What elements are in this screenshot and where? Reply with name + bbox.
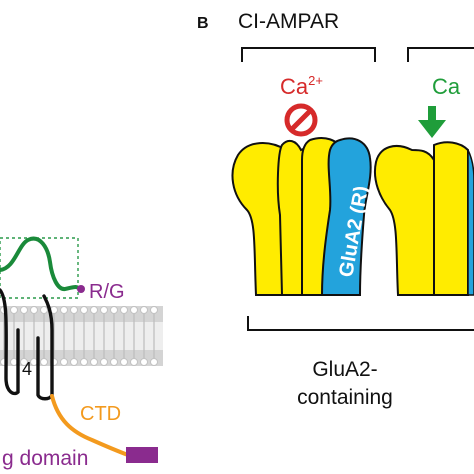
- blocked-icon: [284, 103, 318, 137]
- lipid-head: [140, 306, 148, 314]
- lipid-head: [130, 306, 138, 314]
- subunit-blue-right: [467, 149, 474, 296]
- receptor-left: GluA2 (R): [231, 137, 373, 296]
- lipid-head: [40, 358, 48, 366]
- ctd-label: CTD: [80, 403, 121, 425]
- binding-domain-block: [126, 447, 158, 463]
- top-bracket: [241, 47, 376, 62]
- subunit-yellow-right-front: [433, 141, 469, 296]
- svg-text:Ca2+: Ca2+: [280, 73, 323, 99]
- rg-site-marker: [77, 285, 85, 293]
- ion-base-left: Ca: [280, 74, 309, 99]
- lipid-head: [80, 358, 88, 366]
- lipid-head: [110, 306, 118, 314]
- lipid-head: [20, 358, 28, 366]
- lipid-head: [130, 358, 138, 366]
- lipid-head: [60, 306, 68, 314]
- down-arrow-icon: [418, 106, 446, 138]
- lipid-head: [150, 306, 158, 314]
- ion-charge-left: 2+: [308, 73, 323, 88]
- bottom-bracket: [247, 316, 474, 331]
- lipid-head: [100, 358, 108, 366]
- lipid-head: [60, 358, 68, 366]
- subunit-yellow-right-back: [374, 145, 435, 296]
- lipid-head: [100, 306, 108, 314]
- lipid-head: [90, 306, 98, 314]
- bottom-label-line1: GluA2-: [312, 358, 377, 381]
- bottom-label-line2: containing: [297, 386, 393, 409]
- ion-label-permeable: Ca: [432, 74, 461, 99]
- lipid-head: [30, 306, 38, 314]
- lipid-head: [120, 358, 128, 366]
- panel-a: R/G 4 CTD g domain: [0, 236, 163, 470]
- lipid-head: [40, 306, 48, 314]
- lipid-head: [70, 306, 78, 314]
- membrane-bilayer: [0, 306, 163, 366]
- lipid-head: [140, 358, 148, 366]
- ion-base-right: Ca: [432, 74, 461, 99]
- lipid-head: [10, 306, 18, 314]
- helix-4-label: 4: [22, 359, 32, 379]
- receptor-right: [374, 141, 474, 296]
- lipid-head: [90, 358, 98, 366]
- panel-b-letter: B: [197, 15, 209, 32]
- lipid-head: [120, 306, 128, 314]
- lipid-head: [70, 358, 78, 366]
- binding-domain-label: g domain: [2, 447, 88, 470]
- top-bracket-right: [407, 47, 474, 62]
- ctd-tail: [50, 394, 130, 457]
- subunit-blue-glua2: [320, 137, 372, 296]
- pore-loop: [0, 236, 82, 291]
- rg-site-label: R/G: [89, 281, 125, 303]
- lipid-head: [110, 358, 118, 366]
- panel-b: B CI-AMPAR Ca2+ GluA2 (R) Ca: [197, 10, 474, 409]
- lipid-head: [80, 306, 88, 314]
- lipid-head: [20, 306, 28, 314]
- ion-label-blocked: Ca2+: [280, 73, 323, 99]
- lipid-head: [150, 358, 158, 366]
- panel-b-title: CI-AMPAR: [238, 10, 339, 33]
